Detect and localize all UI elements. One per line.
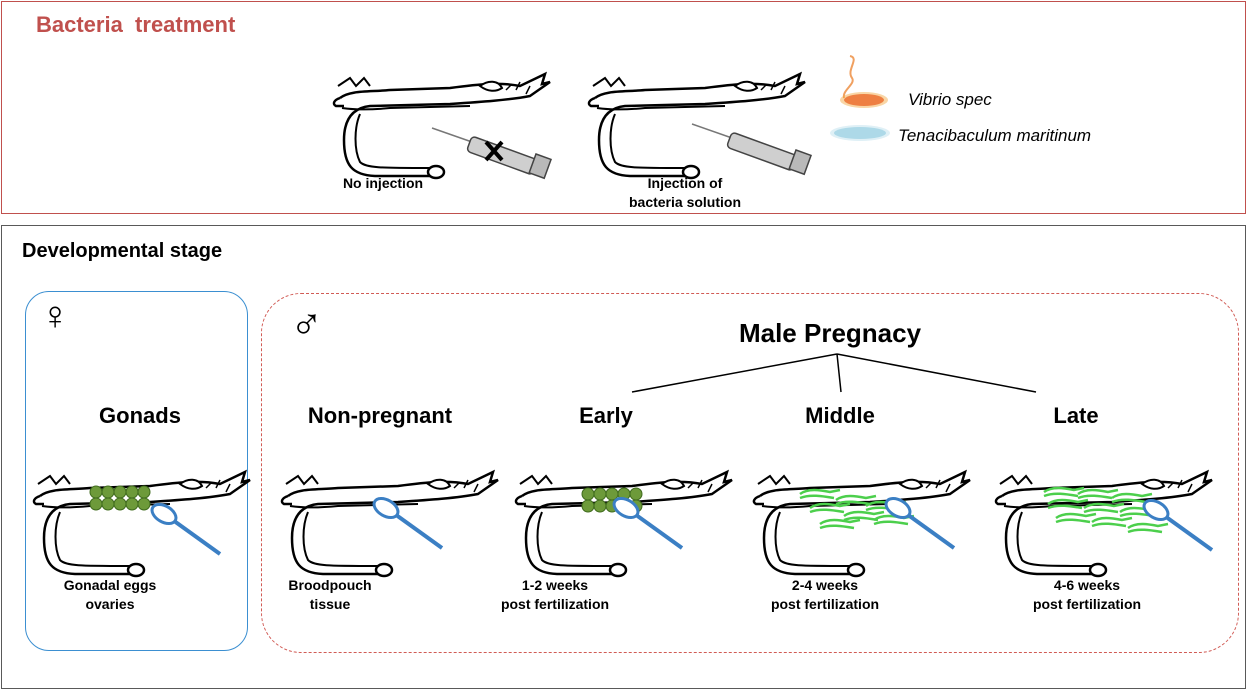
- middle-caption-line2: post fertilization: [770, 596, 880, 612]
- injection-label: Injection of bacteria solution: [600, 174, 770, 212]
- non-pregnant-caption: Broodpouch tissue: [270, 576, 390, 614]
- spoon-icon: [1138, 494, 1214, 552]
- vibrio-bacterium-icon: [840, 55, 888, 108]
- stage-non-pregnant: Non-pregnant: [307, 403, 453, 428]
- early-caption: 1-2 weeks post fertilization: [480, 576, 630, 614]
- injection-label-line2: bacteria solution: [628, 194, 742, 210]
- no-injection-label: No injection: [342, 175, 424, 191]
- stage-late: Late: [1053, 403, 1099, 428]
- stage-middle: Middle: [805, 403, 875, 428]
- tenacibaculum-bacterium-icon: [830, 125, 890, 141]
- middle-caption-line1: 2-4 weeks: [791, 577, 859, 593]
- female-caption-line2: ovaries: [85, 596, 135, 612]
- stage-early: Early: [579, 403, 633, 428]
- legend-vibrio: Vibrio spec: [908, 90, 992, 109]
- bacteria-treatment-panel: [1, 1, 1246, 214]
- late-caption-line2: post fertilization: [1032, 596, 1142, 612]
- stage-gonads: Gonads: [99, 403, 181, 428]
- early-caption-line2: post fertilization: [500, 596, 610, 612]
- female-group-box: [25, 291, 248, 651]
- spoon-icon: [880, 492, 956, 550]
- female-symbol: ♀: [40, 294, 70, 338]
- male-symbol: ♂: [290, 300, 323, 349]
- developmental-stage-title: Developmental stage: [22, 240, 223, 262]
- female-caption-line1: Gonadal eggs: [63, 577, 157, 593]
- male-group-box: [261, 293, 1239, 653]
- bacteria-treatment-title: Bacteria treatment: [36, 12, 236, 37]
- middle-caption: 2-4 weeks post fertilization: [750, 576, 900, 614]
- non-pregnant-caption-line2: tissue: [309, 596, 351, 612]
- non-pregnant-caption-line1: Broodpouch: [288, 577, 372, 593]
- injection-label-line1: Injection of: [647, 175, 723, 191]
- female-caption: Gonadal eggs ovaries: [40, 576, 180, 614]
- male-pregnancy-title: Male Pregnacy: [738, 318, 922, 348]
- spoon-icon: [608, 492, 684, 550]
- late-caption-line1: 4-6 weeks: [1053, 577, 1121, 593]
- early-caption-line1: 1-2 weeks: [521, 577, 589, 593]
- late-caption: 4-6 weeks post fertilization: [1012, 576, 1162, 614]
- legend-tenacibaculum: Tenacibaculum maritinum: [898, 126, 1092, 145]
- cross-icon: [484, 140, 504, 162]
- developmental-stage-panel: [1, 225, 1246, 689]
- spoon-icon: [368, 492, 444, 550]
